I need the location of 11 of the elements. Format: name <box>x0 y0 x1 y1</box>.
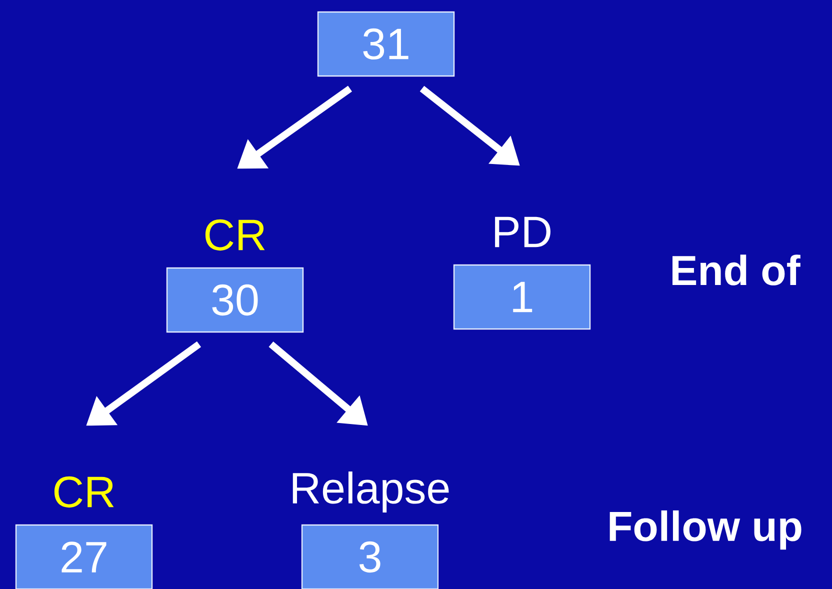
count-box: 27 <box>15 524 153 589</box>
node-heading: CR <box>54 476 114 508</box>
count-box: 30 <box>166 267 304 333</box>
node-heading: CR <box>205 219 265 251</box>
node-heading: Relapse <box>292 472 449 512</box>
count-box: 31 <box>317 11 455 77</box>
node-heading: PD <box>495 216 550 248</box>
stage-label: End of <box>672 254 800 286</box>
stage-label: Follow up <box>610 510 802 550</box>
count-box: 3 <box>301 524 439 589</box>
count-box: 1 <box>453 264 591 330</box>
